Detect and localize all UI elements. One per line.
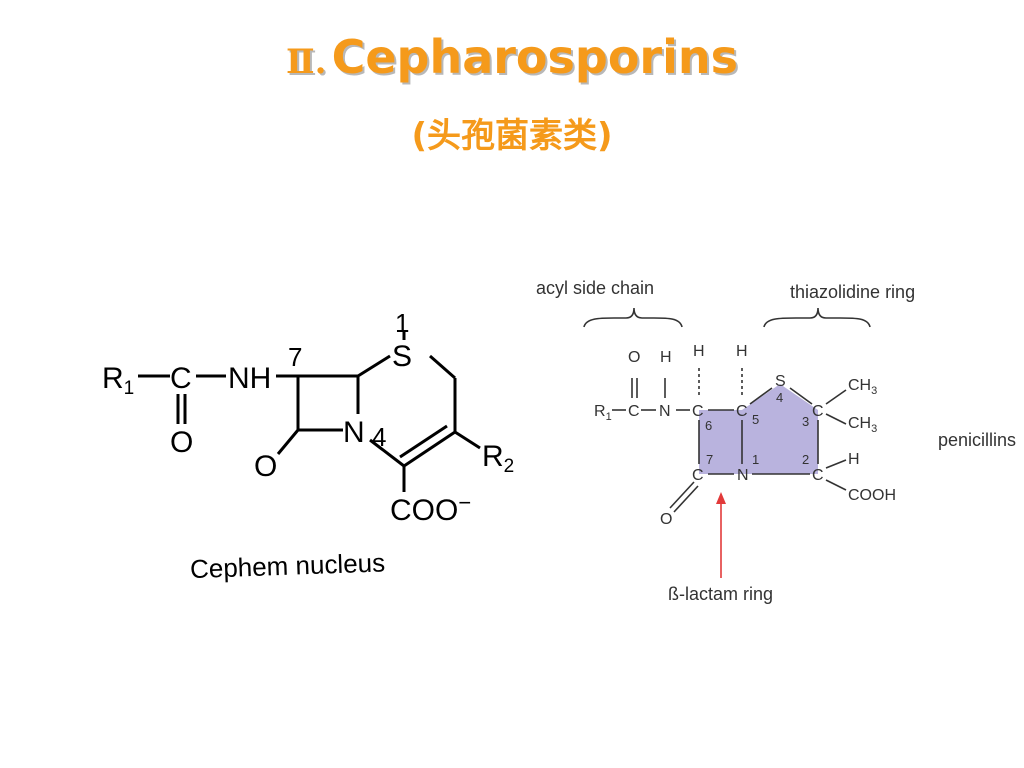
- pen-h2: H: [848, 451, 860, 468]
- bond-c2-h: [825, 459, 847, 469]
- pen-cooh: COOH: [848, 487, 896, 504]
- bond-s-c2: [429, 354, 456, 380]
- cephem-coo: COO−: [390, 490, 471, 527]
- lactam-ring-shading: [699, 410, 742, 474]
- penicillin-structure: [583, 307, 871, 578]
- bond-c6-s: [357, 354, 391, 378]
- slide-subtitle: (头孢菌素类): [411, 116, 613, 156]
- thiazolidine-label: thiazolidine ring: [790, 282, 915, 302]
- pen-pos5: 5: [752, 412, 759, 427]
- bond-c4-n: [369, 438, 405, 468]
- lactam-label: ß-lactam ring: [668, 584, 773, 604]
- pen-o-acyl: O: [628, 349, 640, 366]
- pen-n-amide: N: [659, 403, 671, 420]
- pen-pos7: 7: [706, 452, 713, 467]
- acyl-label: acyl side chain: [536, 278, 654, 298]
- pen-o-lactam: O: [660, 511, 672, 528]
- cephem-s: S: [392, 340, 412, 373]
- penicillin-labels: acyl side chain thiazolidine ring penici…: [536, 278, 1016, 604]
- bond-c5-s: [749, 387, 773, 405]
- title-text: Cepharosporins: [331, 30, 739, 84]
- title-numeral: Ⅱ.: [285, 42, 327, 82]
- pen-ch3-b: CH3: [848, 415, 877, 435]
- pen-c-acyl: C: [628, 403, 640, 420]
- pen-c3: C: [812, 403, 824, 420]
- cephem-r1: R1: [102, 362, 134, 399]
- pen-h5: H: [736, 343, 748, 360]
- cephem-nh: NH: [228, 362, 271, 395]
- cephem-pos4: 4: [372, 422, 386, 452]
- cephem-labels: R1 C NH O 7 1 S N 4 O R2 COO− Cephem nuc…: [102, 308, 514, 584]
- pen-ch3-a: CH3: [848, 377, 877, 397]
- thiazolidine-brace: [763, 307, 871, 328]
- pen-c7: C: [692, 467, 704, 484]
- pen-h-amide: H: [660, 349, 672, 366]
- pen-c6: C: [692, 403, 704, 420]
- pen-pos3: 3: [802, 414, 809, 429]
- bond-c3-r2: [454, 430, 481, 450]
- pen-pos2: 2: [802, 452, 809, 467]
- cephem-o-carbonyl: O: [170, 426, 193, 459]
- cephem-o-lactam: O: [254, 450, 277, 483]
- pen-pos4: 4: [776, 390, 783, 405]
- cephem-caption: Cephem nucleus: [190, 547, 386, 584]
- pen-r1: R1: [594, 403, 612, 423]
- pen-n1: N: [737, 467, 749, 484]
- cephem-c: C: [170, 362, 192, 395]
- pen-s: S: [775, 373, 786, 390]
- cephem-structure: [138, 332, 481, 492]
- bond-c8-o: [276, 429, 300, 455]
- bond-c3-c4-double: [399, 424, 448, 459]
- cephem-pos1: 1: [395, 308, 409, 338]
- bond-s-c3: [789, 387, 813, 405]
- cephem-r2: R2: [482, 440, 514, 477]
- bond-c3-c4: [403, 430, 456, 468]
- bond-c7-o-b: [673, 485, 699, 513]
- cephem-n: N: [343, 416, 365, 449]
- slide-title: Ⅱ. Cepharosporins: [0, 30, 1024, 84]
- penicillins-label: penicillins: [938, 430, 1016, 450]
- pen-c2: C: [812, 467, 824, 484]
- bond-c3-ch3a: [825, 389, 847, 405]
- bond-c3-ch3b: [825, 413, 847, 425]
- bond-c2-cooh: [825, 479, 847, 491]
- bond-c7-o-a: [669, 481, 695, 509]
- cephem-pos7: 7: [288, 342, 302, 372]
- acyl-brace: [583, 307, 683, 328]
- pen-c5: C: [736, 403, 748, 420]
- thiazolidine-ring-shading: [742, 384, 818, 474]
- pen-h6: H: [693, 343, 705, 360]
- pen-pos1: 1: [752, 452, 759, 467]
- pen-pos6: 6: [705, 418, 712, 433]
- lactam-arrow-head: [716, 492, 726, 504]
